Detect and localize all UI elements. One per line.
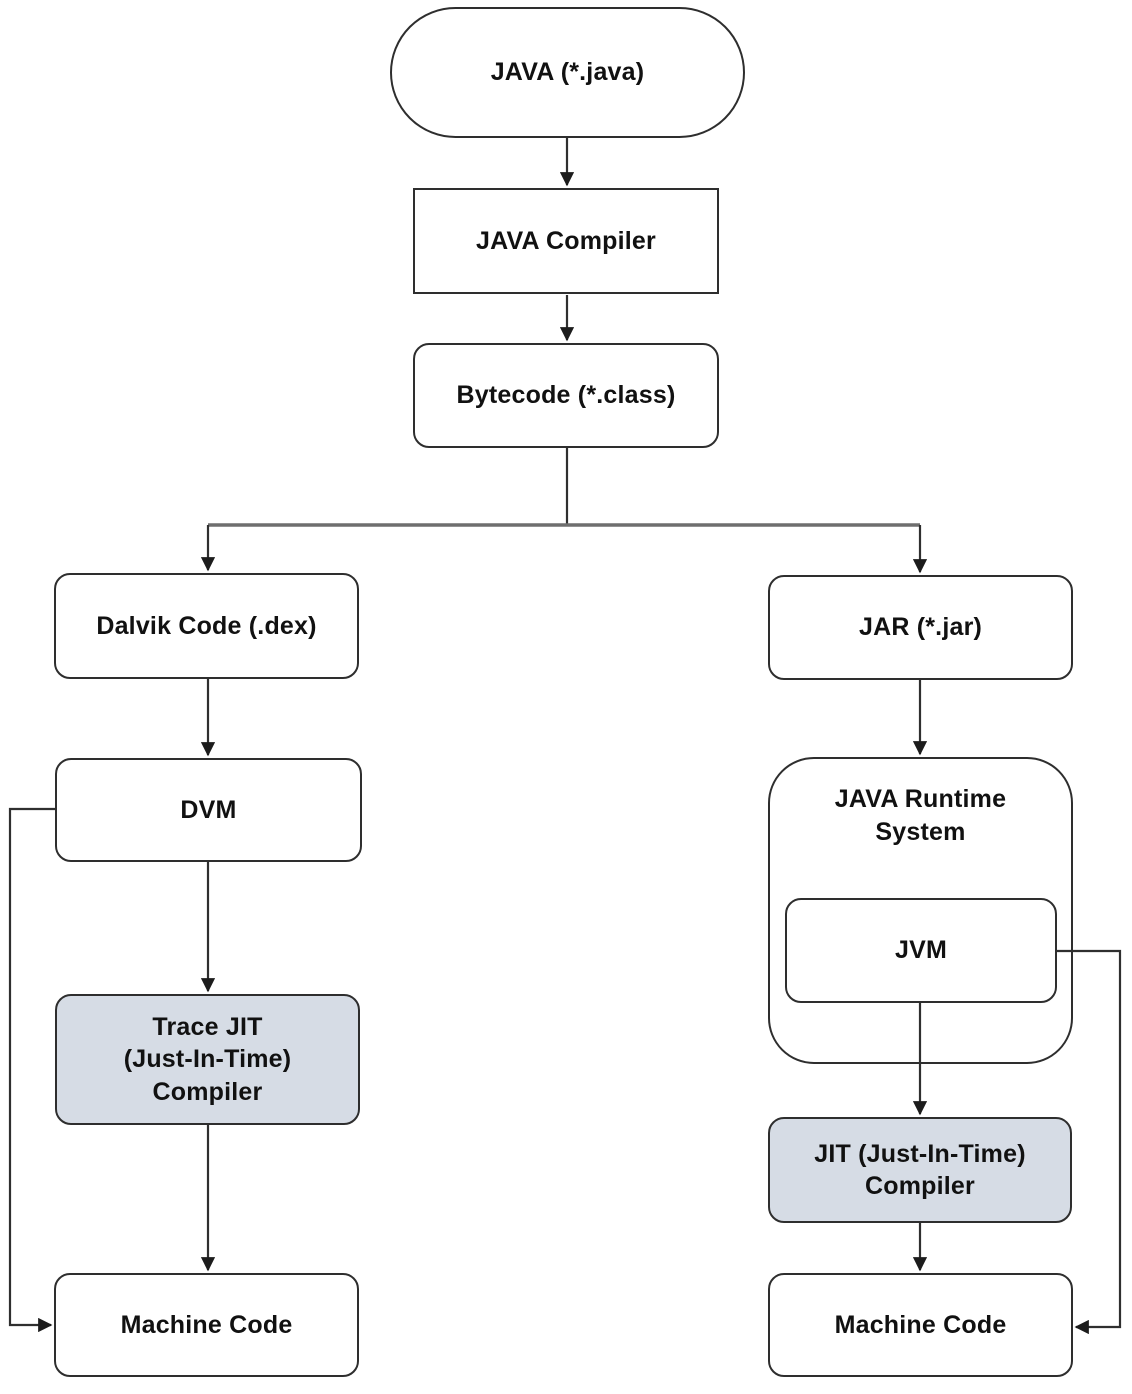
node-bytecode: Bytecode (*.class) bbox=[413, 343, 719, 448]
node-dalvik-code: Dalvik Code (.dex) bbox=[54, 573, 359, 679]
node-machine-code-left-label: Machine Code bbox=[120, 1310, 293, 1339]
node-dvm-label: DVM bbox=[180, 795, 237, 824]
node-java-source-label: JAVA (*.java) bbox=[490, 58, 645, 87]
node-jar: JAR (*.jar) bbox=[768, 575, 1073, 680]
node-machine-code-right: Machine Code bbox=[768, 1273, 1073, 1377]
node-java-runtime-system-label: JAVA Runtime System bbox=[834, 785, 1007, 846]
node-bytecode-label: Bytecode (*.class) bbox=[456, 381, 676, 410]
node-trace-jit-compiler: Trace JIT (Just-In-Time) Compiler bbox=[55, 994, 360, 1125]
edge-dvm-loop-to-machine-code bbox=[8, 807, 55, 1333]
node-jit-compiler-label: JIT (Just-In-Time) Compiler bbox=[814, 1139, 1026, 1201]
node-java-compiler: JAVA Compiler bbox=[413, 188, 719, 294]
node-jvm-label: JVM bbox=[894, 936, 947, 965]
node-jit-compiler: JIT (Just-In-Time) Compiler bbox=[768, 1117, 1072, 1223]
node-java-source: JAVA (*.java) bbox=[390, 7, 745, 138]
node-java-compiler-label: JAVA Compiler bbox=[476, 226, 656, 255]
node-dvm: DVM bbox=[55, 758, 362, 862]
node-trace-jit-compiler-label: Trace JIT (Just-In-Time) Compiler bbox=[123, 1012, 292, 1106]
node-machine-code-right-label: Machine Code bbox=[834, 1310, 1007, 1339]
node-jvm: JVM bbox=[785, 898, 1057, 1003]
node-machine-code-left: Machine Code bbox=[54, 1273, 359, 1377]
node-dalvik-code-label: Dalvik Code (.dex) bbox=[96, 611, 317, 640]
node-jar-label: JAR (*.jar) bbox=[858, 613, 983, 642]
